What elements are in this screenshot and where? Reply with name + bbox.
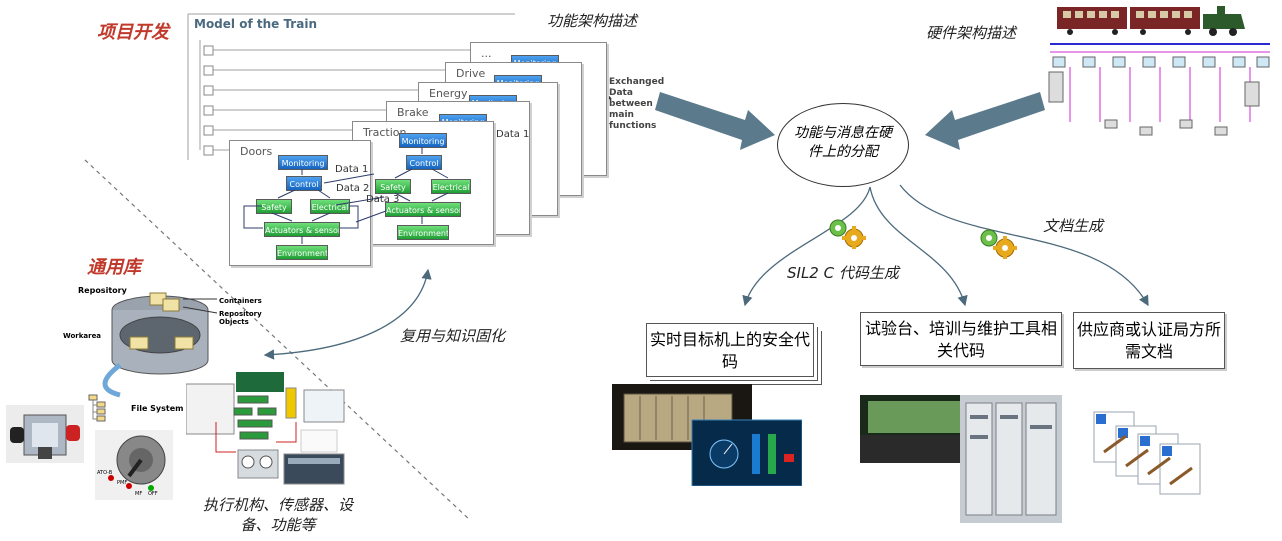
- repository-label: Repository: [78, 286, 127, 295]
- knob-label-pmf: PMF: [117, 480, 128, 486]
- knob-label-ato: ATO-B: [97, 470, 113, 476]
- reuse-arrow: [263, 268, 432, 360]
- center-node-label: 功能与消息在硬件上的分配: [794, 125, 892, 160]
- file-tree-icon: [88, 394, 106, 422]
- block-control: Control: [406, 155, 442, 170]
- repository-objects-label: Repository Objects: [219, 310, 262, 326]
- gear-icon: [980, 229, 1017, 259]
- file-system-label: File System: [131, 404, 184, 413]
- heading-project-dev: 项目开发: [97, 22, 169, 43]
- block-safety: Safety: [375, 179, 411, 194]
- control-handle-image: [6, 405, 84, 463]
- heading-common-lib: 通用库: [87, 257, 141, 278]
- block-electrical: Electrical: [431, 179, 471, 194]
- center-allocation-node: [777, 103, 909, 187]
- arrow-left-big: [655, 92, 775, 150]
- data-label-1: Data 1: [335, 164, 369, 175]
- exchanged-data-note: Exchanged Data between main functions: [609, 77, 665, 131]
- block-actuators: Actuators & sensors: [385, 202, 461, 217]
- output-safe-code: 实时目标机上的安全代码: [646, 323, 814, 377]
- caption-reuse: 复用与知识固化: [400, 327, 506, 345]
- data-label-3: Data 3: [366, 194, 400, 205]
- block-control: Control: [286, 176, 322, 191]
- output-test-code: 试验台、培训与维护工具相关代码: [860, 312, 1062, 366]
- selector-knob-image: ATO-B PMF OFF MF: [95, 430, 173, 500]
- knob-label-off: OFF: [148, 491, 158, 497]
- caption-hardware-arch: 硬件架构描述: [926, 24, 1017, 42]
- workarea-label: Workarea: [63, 332, 102, 340]
- knob-label-mf: MF: [135, 491, 143, 497]
- gear-icon: [829, 219, 866, 249]
- output-docs: 供应商或认证局方所需文档: [1073, 312, 1225, 369]
- block-environment: Environment: [397, 225, 449, 240]
- test-bench-image: [860, 395, 1062, 523]
- caption-actuators: 执行机构、传感器、设备、功能等: [202, 496, 353, 534]
- data-label-1-back: Data 1: [496, 129, 530, 140]
- block-monitoring: Monitoring: [278, 155, 328, 170]
- target-hardware-image: [612, 384, 802, 486]
- software-screens-image: [186, 372, 346, 488]
- caption-code-gen: SIL2 C 代码生成: [787, 264, 899, 282]
- arrow-right-big: [925, 92, 1045, 150]
- train-hardware-image: [1045, 2, 1275, 147]
- containers-label: Containers: [219, 297, 262, 305]
- caption-functional-arch: 功能架构描述: [547, 12, 638, 30]
- block-environment: Environment: [276, 245, 328, 260]
- data-label-2: Data 2: [336, 183, 370, 194]
- caption-doc-gen: 文档生成: [1043, 217, 1104, 235]
- model-title: Model of the Train: [194, 17, 317, 31]
- block-monitoring: Monitoring: [399, 133, 447, 148]
- repository-cylinder: [102, 292, 218, 398]
- documents-image: [1090, 408, 1206, 498]
